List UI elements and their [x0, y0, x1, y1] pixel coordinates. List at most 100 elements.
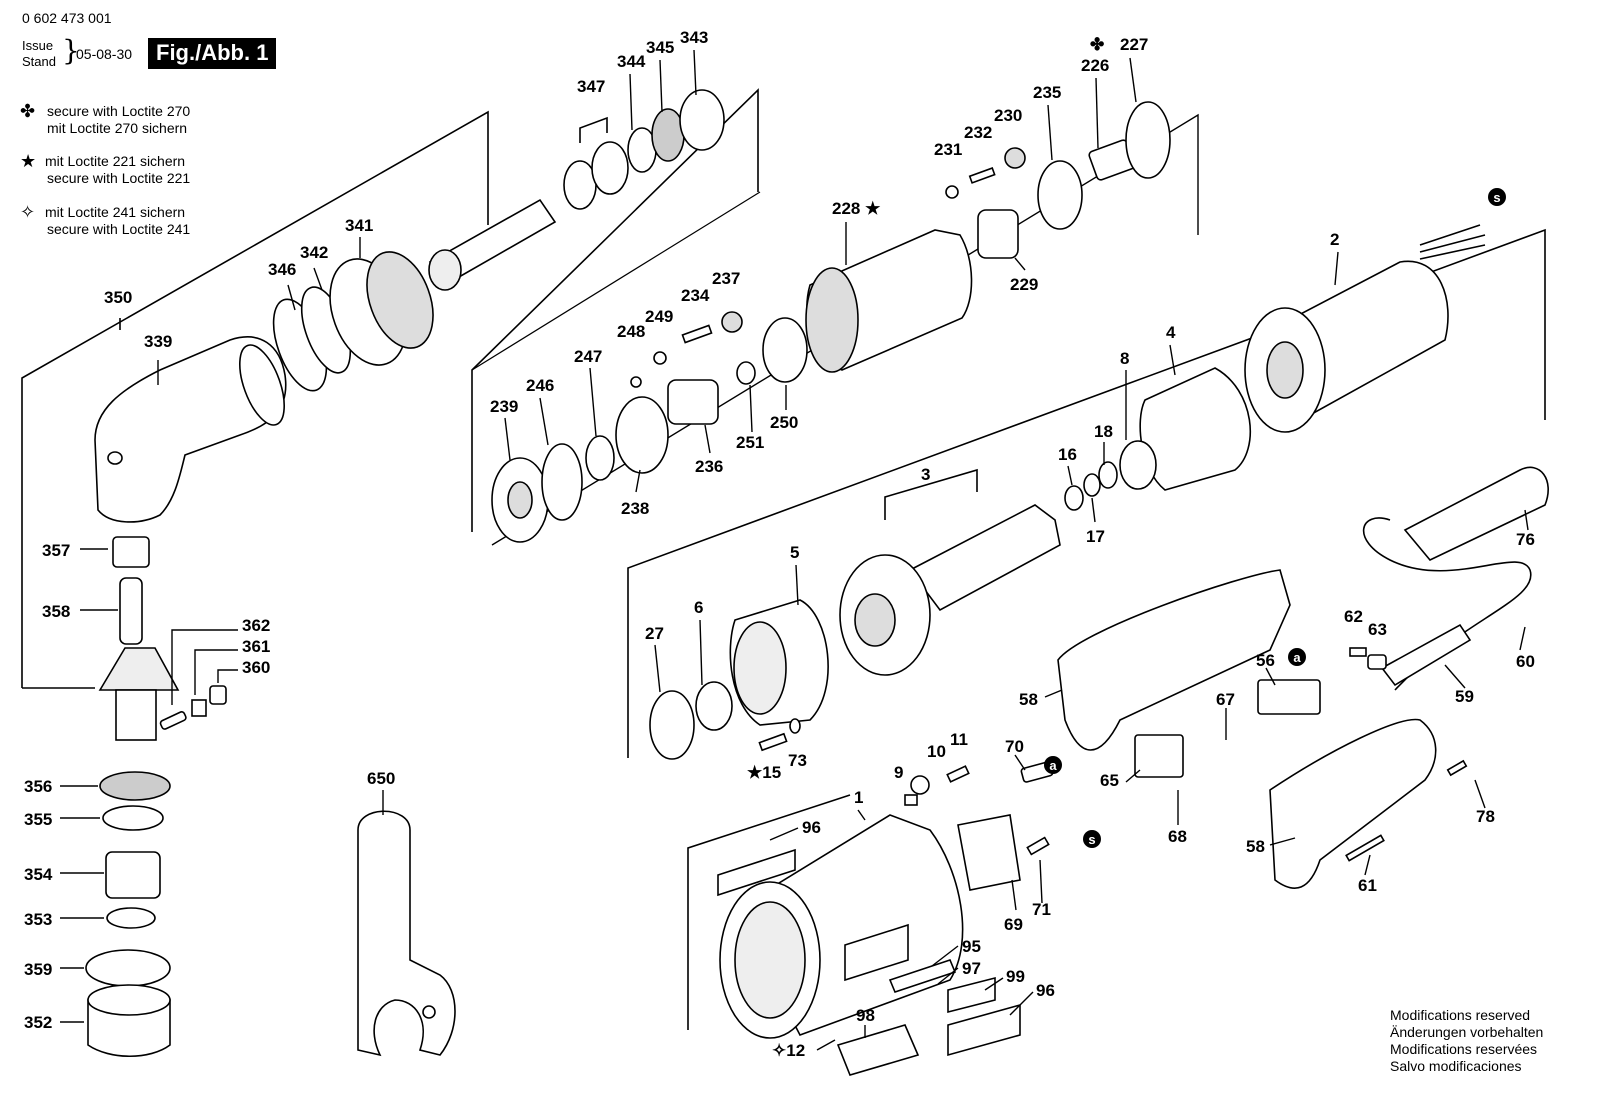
leader-360: [217, 669, 238, 683]
modifications-footer: Modifications reserved Änderungen vorbeh…: [1390, 1007, 1543, 1075]
leader-17: [1091, 497, 1096, 523]
armature-3: [908, 504, 1061, 612]
marker-s: s: [1088, 832, 1095, 847]
group-frame-motor: [491, 113, 1199, 546]
part-number: 229: [1010, 275, 1038, 294]
ring-359: [85, 949, 171, 987]
leader-61: [1364, 854, 1371, 876]
terminal-56: [1257, 679, 1321, 715]
label-98: [836, 1024, 920, 1076]
gear-carrier-236: [667, 379, 719, 425]
part-number: 76: [1516, 530, 1535, 549]
bearing-8: [1119, 440, 1157, 490]
motor-housing-1-bore: [734, 901, 806, 1019]
cap-352-top: [87, 984, 171, 1016]
part-number: 58: [1246, 837, 1265, 856]
leader-70: [1014, 754, 1026, 771]
part-number: 67: [1216, 690, 1235, 709]
part-number: 4: [1166, 323, 1176, 342]
part-number: 97: [962, 959, 981, 978]
ring-238: [615, 396, 669, 474]
leader-56: [1265, 667, 1276, 686]
footer-line: Modifications reservées: [1390, 1041, 1538, 1057]
issue-label-en: Issue: [22, 38, 54, 53]
part-number: 10: [927, 742, 946, 761]
part-number: 8: [1120, 349, 1129, 368]
pin-234: [681, 324, 713, 344]
group-frame-left: [21, 110, 489, 688]
stator-2-bore: [1266, 341, 1304, 399]
leader-226: [1095, 77, 1099, 149]
leader-4: [1169, 344, 1176, 376]
marker-a: a: [1293, 650, 1301, 665]
note-line: secure with Loctite 270: [47, 103, 191, 119]
part-number: 230: [994, 106, 1022, 125]
part-number: 5: [790, 543, 799, 562]
gear-237: [721, 311, 743, 333]
part-number: 96: [1036, 981, 1055, 1000]
part-number: 236: [695, 457, 723, 476]
part-number: 350: [104, 288, 132, 307]
leader-71: [1039, 859, 1043, 904]
part-number: 234: [681, 286, 710, 305]
part-number: 27: [645, 624, 664, 643]
bevel-gear-shaft: [115, 689, 157, 741]
disk-27: [649, 690, 695, 760]
group-frame-armature: [627, 228, 1546, 758]
gear-231: [945, 185, 959, 199]
part-number: 251: [736, 433, 764, 452]
leader-60: [1519, 626, 1526, 651]
angle-head-hole: [107, 451, 123, 465]
pin-232: [968, 167, 996, 184]
washer-16: [1064, 485, 1084, 511]
leader-78: [1474, 779, 1486, 809]
part-number: 358: [42, 602, 70, 621]
plate-95: [888, 959, 957, 993]
terminal-9: [904, 794, 918, 806]
washer-248: [630, 376, 642, 388]
footer-line: Salvo modificaciones: [1390, 1058, 1522, 1074]
handle-half-58b: [1269, 718, 1437, 889]
group-frame-gear-top: [471, 191, 761, 371]
stator-wires: [1419, 224, 1486, 260]
leader-344: [629, 73, 633, 131]
washer-18: [1098, 461, 1118, 489]
leader-362: [171, 629, 238, 705]
part-number: 343: [680, 28, 708, 47]
leader-97: [937, 967, 959, 985]
part-number: 232: [964, 123, 992, 142]
screw-71: [1026, 836, 1050, 856]
holder-pivot: [422, 1005, 436, 1019]
bearing-347b: [591, 141, 629, 195]
armature-fan-hub: [854, 593, 896, 647]
part-number: 227: [1120, 35, 1148, 54]
ring-nut-343: [679, 89, 725, 151]
cable-60: [1362, 517, 1532, 691]
clover-symbol-icon: ✤: [20, 101, 36, 121]
marker-s-icon: [1083, 830, 1101, 848]
needle-bearing-354: [105, 851, 161, 899]
group-frame-gear: [471, 88, 759, 532]
label-96a: [717, 848, 796, 897]
leader-227: [1129, 57, 1137, 103]
part-number: 226: [1081, 56, 1109, 75]
star-symbol-icon: ★: [20, 151, 37, 171]
part-number: 355: [24, 810, 52, 829]
disk-227: [1125, 101, 1171, 179]
screw-362: [159, 711, 187, 730]
leader-99: [984, 977, 1004, 991]
part-number: 59: [1455, 687, 1474, 706]
leader-6: [699, 619, 703, 686]
washer-355: [102, 805, 164, 831]
part-number: 361: [242, 637, 270, 656]
switch-65: [1134, 734, 1184, 778]
leader-251: [749, 384, 753, 433]
part-number: 2: [1330, 230, 1339, 249]
footer-line: Änderungen vorbehalten: [1390, 1024, 1544, 1040]
pinion-gear: [428, 249, 462, 291]
figure-label: Fig./Abb. 1: [148, 38, 277, 69]
bearing-239-core: [507, 481, 533, 519]
washer-73: [789, 718, 801, 734]
marker-s-icon: [1488, 188, 1506, 206]
part-number: 347: [577, 77, 605, 96]
